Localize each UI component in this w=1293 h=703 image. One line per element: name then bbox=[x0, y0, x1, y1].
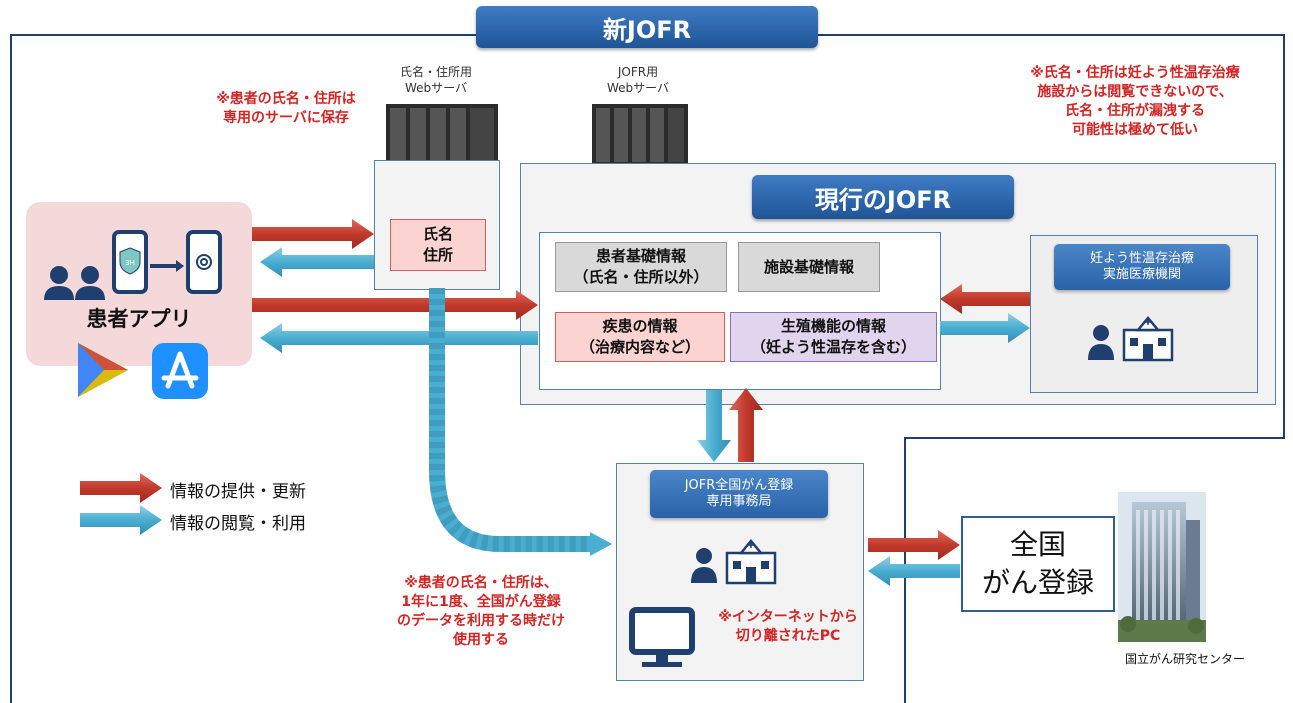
frame-right bbox=[1283, 34, 1285, 438]
ncc-building-image bbox=[1118, 492, 1206, 642]
office-label: JOFR全国がん登録 専用事務局 bbox=[650, 470, 828, 518]
server-label-jofr: JOFR用 Webサーバ bbox=[606, 65, 670, 95]
arrow-app-to-jofr bbox=[252, 290, 538, 320]
frame-step-v bbox=[904, 437, 906, 703]
facility-label: 妊よう性温存治療 実施医療機関 bbox=[1054, 244, 1230, 290]
current-jofr-title: 現行のJOFR bbox=[752, 175, 1014, 219]
facility-basic-info: 施設基礎情報 bbox=[738, 242, 880, 292]
patient-app-label: 患者アプリ bbox=[86, 307, 192, 331]
frame-top-left bbox=[10, 34, 476, 36]
patient-app-panel bbox=[26, 202, 252, 366]
arrow-app-to-name-server bbox=[252, 219, 374, 249]
note-leak-risk: ※氏名・住所は妊よう性温存治療 施設からは閲覧できないので、 氏名・住所が漏洩す… bbox=[1030, 65, 1240, 138]
note-offline-pc: ※インターネットから 切り離されたPC bbox=[718, 609, 858, 644]
national-cancer-registry-box: 全国 がん登録 bbox=[961, 516, 1115, 612]
patient-basic-info: 患者基礎情報 （氏名・住所以外） bbox=[555, 242, 727, 292]
legend-red-arrow bbox=[80, 473, 162, 503]
frame-step-h bbox=[904, 437, 1285, 439]
reproductive-info: 生殖機能の情報 （妊よう性温存を含む） bbox=[730, 312, 937, 362]
arrow-jofr-to-app bbox=[260, 323, 538, 353]
name-address-box: 氏名 住所 bbox=[390, 219, 486, 271]
legend-blue-arrow bbox=[80, 505, 162, 535]
legend-view-label: 情報の閲覧・利用 bbox=[170, 514, 306, 534]
note-annual-use: ※患者の氏名・住所は、 1年に1度、全国がん登録 のデータを利用する時だけ 使用… bbox=[397, 575, 565, 648]
note-name-storage: ※患者の氏名・住所は 専用のサーバに保存 bbox=[216, 91, 356, 126]
disease-info: 疾患の情報 （治療内容など） bbox=[555, 312, 725, 362]
arrow-registry-to-office bbox=[868, 556, 960, 586]
server-label-name-address: 氏名・住所用 Webサーバ bbox=[399, 65, 472, 95]
arrow-name-server-to-app bbox=[260, 247, 374, 277]
legend-provide-label: 情報の提供・更新 bbox=[170, 482, 306, 502]
arrow-office-to-registry bbox=[868, 530, 960, 560]
frame-top-right bbox=[818, 34, 1283, 36]
ncc-label: 国立がん研究センター bbox=[1124, 652, 1245, 666]
frame-left bbox=[10, 34, 12, 703]
new-jofr-title: 新JOFR bbox=[476, 6, 818, 48]
